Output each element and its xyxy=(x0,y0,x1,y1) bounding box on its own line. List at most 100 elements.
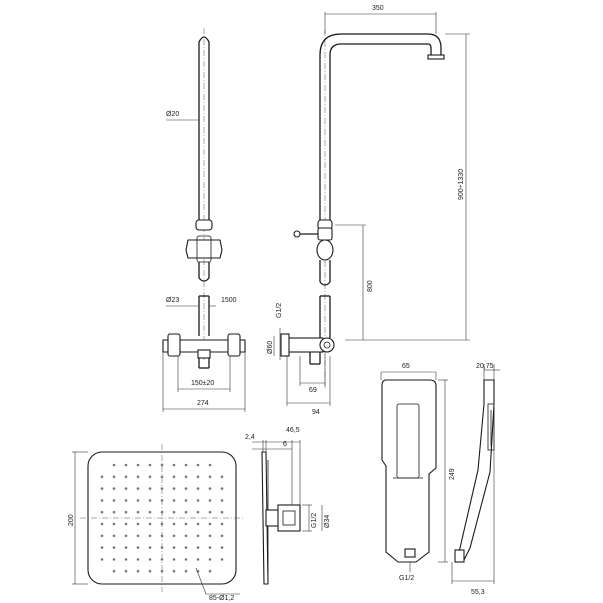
nozzle xyxy=(112,499,116,502)
nozzle xyxy=(100,499,104,502)
nozzle xyxy=(100,546,104,549)
mixer-side-body xyxy=(286,337,324,353)
nozzle xyxy=(136,487,140,490)
head-thickness-c-label: 6 xyxy=(283,441,287,448)
handshower-side: 20,75 55,3 xyxy=(451,363,500,596)
nozzle xyxy=(136,499,140,502)
nozzle xyxy=(100,558,104,561)
nozzle xyxy=(220,499,224,502)
nozzle xyxy=(112,510,116,514)
nozzle xyxy=(220,546,224,549)
inlet-thread-label: G1/2 xyxy=(276,303,283,318)
nozzle xyxy=(160,522,164,526)
handshower-length-label: 249 xyxy=(449,468,456,480)
nozzle xyxy=(184,546,188,549)
nozzle xyxy=(160,569,164,573)
nozzle xyxy=(124,487,128,490)
nozzle xyxy=(196,522,200,526)
nozzle xyxy=(184,487,188,490)
handshower-thread-label: G1/2 xyxy=(399,575,414,582)
nozzle xyxy=(124,475,128,479)
nozzle xyxy=(148,522,152,526)
nozzle xyxy=(172,499,176,502)
handshower-front: 65 249 G1/2 xyxy=(380,363,456,582)
nozzle xyxy=(172,569,176,573)
nozzle xyxy=(136,558,140,561)
nozzle xyxy=(112,522,116,526)
handshower-head-label: 55,3 xyxy=(471,589,485,596)
projection-69-label: 69 xyxy=(309,387,317,394)
nozzle xyxy=(220,558,224,561)
nozzle-grid xyxy=(100,463,224,573)
nozzle xyxy=(208,510,212,514)
projection-94-label: 94 xyxy=(312,409,320,416)
hose-length-label: 1500 xyxy=(221,297,237,304)
nozzle xyxy=(184,558,188,561)
nozzle xyxy=(124,463,128,467)
nozzle xyxy=(136,510,140,514)
nozzle xyxy=(196,475,200,479)
nozzle xyxy=(112,475,116,479)
nozzle xyxy=(124,522,128,526)
shower-arm xyxy=(319,33,442,220)
nozzle xyxy=(148,487,152,490)
nozzle xyxy=(196,510,200,514)
nozzle xyxy=(220,475,224,479)
nozzle xyxy=(220,534,224,538)
rail-diameter-label: Ø20 xyxy=(166,111,179,118)
nozzle xyxy=(124,546,128,549)
nozzle xyxy=(112,534,116,538)
nozzle xyxy=(136,534,140,538)
nozzle xyxy=(148,569,152,573)
nozzle xyxy=(136,569,140,573)
nozzle xyxy=(136,463,140,467)
nozzle xyxy=(100,487,104,490)
nozzle xyxy=(196,487,200,490)
handshower-depth-label: 20,75 xyxy=(476,363,494,370)
nozzle xyxy=(136,475,140,479)
nozzle xyxy=(220,510,224,514)
sliding-holder xyxy=(185,239,223,259)
nozzle xyxy=(148,510,152,514)
side-view: 350 900÷1330 800 G1/2 Ø6 xyxy=(267,5,470,416)
nozzle xyxy=(208,463,212,467)
nozzle xyxy=(196,546,200,549)
nozzle xyxy=(184,534,188,538)
nozzle xyxy=(112,546,116,549)
nozzle xyxy=(172,522,176,526)
nozzles-label: 85-Ø1,2 xyxy=(209,595,234,602)
head-thickness-b-label: 46,5 xyxy=(286,427,300,434)
nozzle xyxy=(160,463,164,467)
nozzle xyxy=(172,487,176,490)
nozzle xyxy=(172,558,176,561)
nozzle xyxy=(196,499,200,502)
nozzle xyxy=(184,569,188,573)
nozzle xyxy=(148,546,152,549)
nozzle xyxy=(160,546,164,549)
nozzle xyxy=(208,534,212,538)
nozzle xyxy=(184,510,188,514)
handshower-body xyxy=(381,379,437,563)
nozzle xyxy=(160,510,164,514)
nozzle xyxy=(184,522,188,526)
nozzle xyxy=(100,510,104,514)
nozzle xyxy=(208,522,212,526)
nozzle xyxy=(100,475,104,479)
nozzle xyxy=(172,510,176,514)
nozzle xyxy=(148,558,152,561)
nozzle xyxy=(124,558,128,561)
nozzle xyxy=(196,463,200,467)
nozzle xyxy=(172,534,176,538)
head-connector-label: Ø34 xyxy=(324,515,331,528)
nozzle xyxy=(184,463,188,467)
arm-reach-label: 350 xyxy=(372,5,384,12)
height-range-label: 900÷1330 xyxy=(458,169,465,200)
rail-clip xyxy=(195,219,213,231)
nozzle xyxy=(196,558,200,561)
nozzle xyxy=(112,463,116,467)
nozzle xyxy=(160,499,164,502)
nozzle xyxy=(208,487,212,490)
head-thickness-a-label: 2,4 xyxy=(245,434,255,441)
nozzle xyxy=(100,534,104,538)
nozzle xyxy=(220,522,224,526)
